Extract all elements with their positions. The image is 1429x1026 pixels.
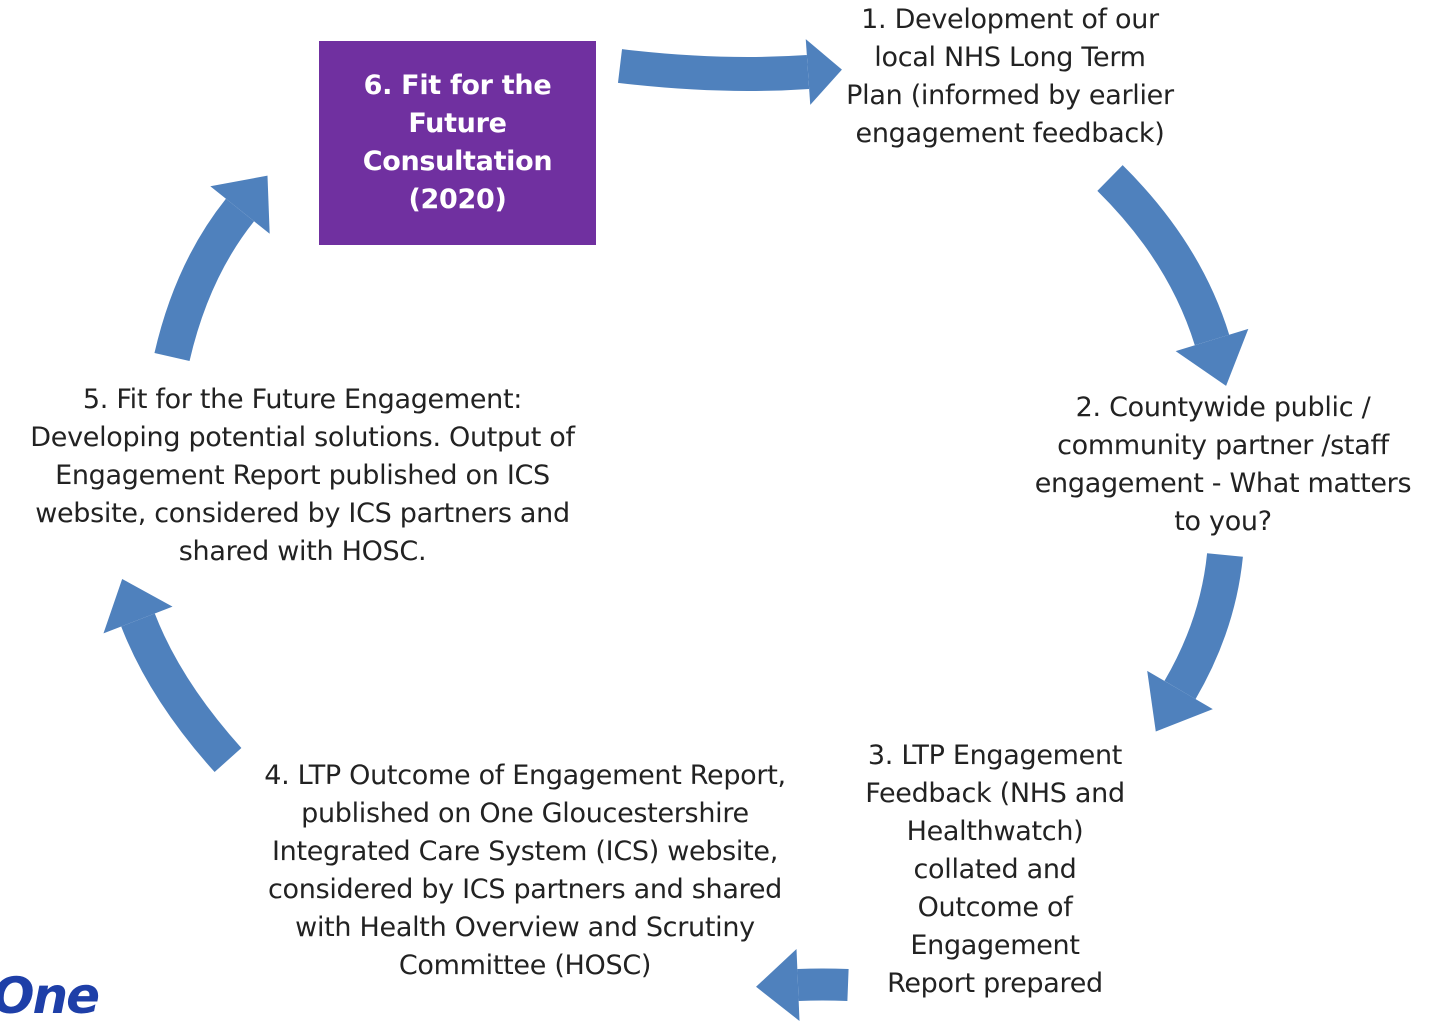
arrow-1-to-2-head — [1175, 328, 1249, 386]
arrow-3-to-4-head — [756, 949, 800, 1021]
arrow-3-to-4-shaft — [797, 968, 849, 1001]
step-2-label: 2. Countywide public / community partner… — [1034, 392, 1412, 537]
arrow-1-to-2-shaft — [1097, 165, 1230, 346]
step-6-highlight-box: 6. Fit for the Future Consultation (2020… — [319, 41, 596, 245]
arrow-6-to-1-shaft — [617, 49, 810, 91]
one-gloucestershire-logo-fragment: One — [0, 967, 100, 1025]
step-6-label: 6. Fit for the Future Consultation (2020… — [362, 70, 553, 215]
arrow-2-to-3-head — [1147, 670, 1213, 732]
arrow-4-to-5-shaft — [121, 613, 242, 773]
step-3-label: 3. LTP Engagement Feedback (NHS and Heal… — [865, 740, 1125, 999]
arrow-5-to-6-shaft — [154, 198, 255, 362]
step-5-label: 5. Fit for the Future Engagement: Develo… — [30, 384, 575, 567]
step-1-label: 1. Development of our local NHS Long Ter… — [846, 4, 1174, 149]
arrow-5-to-6-head — [210, 175, 270, 234]
step-4-label: 4. LTP Outcome of Engagement Report, pub… — [264, 760, 786, 981]
arrow-4-to-5-head — [103, 578, 173, 634]
arrow-6-to-1-head — [805, 39, 842, 105]
arrow-2-to-3-shaft — [1164, 553, 1243, 700]
